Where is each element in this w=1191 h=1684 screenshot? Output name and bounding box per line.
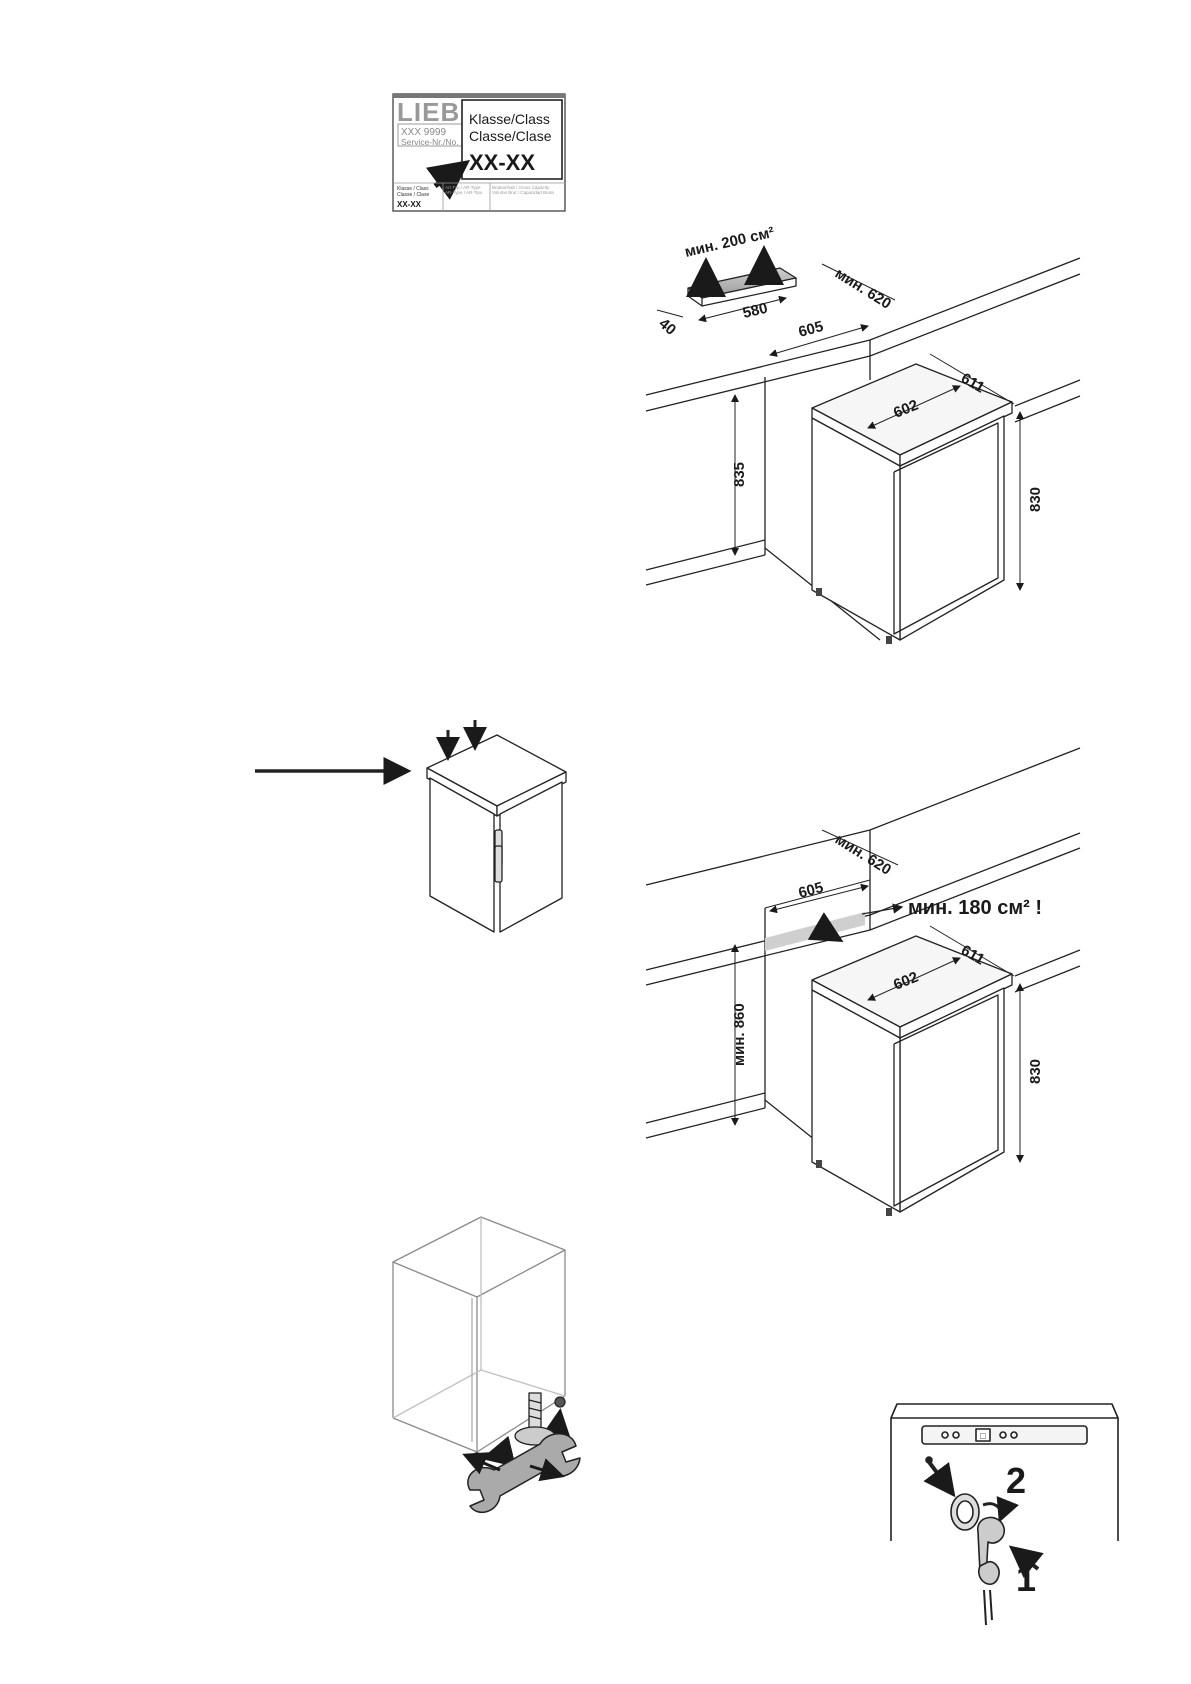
- rating-plate-footer-type-2: AR-Type / AR-Tipo: [445, 190, 483, 195]
- top-niche-height-label: 835: [731, 462, 748, 487]
- rear-vent-area-label: мин. 180 см² !: [908, 897, 1042, 919]
- top-vent-width-label: 580: [741, 300, 769, 322]
- svg-text:□: □: [980, 1431, 986, 1441]
- appliance-air-inlet-illustration: [255, 720, 567, 933]
- wrench-icon: [467, 1433, 581, 1514]
- rating-plate-pointer-arrow: [425, 160, 471, 200]
- top-niche-depth-label: мин. 620: [832, 265, 894, 313]
- rating-plate-model-code: XXX 9999: [401, 127, 446, 138]
- rating-plate-footer-volume-1: Bruttoinhalt / Gross Capacity: [492, 185, 550, 190]
- rear-vent-airflow-arrow: [807, 912, 844, 943]
- rating-plate-footer-type-1: Art-Typ / AR-Type: [445, 185, 481, 190]
- rating-plate-service-label: Service-Nr./No.: [401, 137, 459, 147]
- levelling-feet-illustration: [392, 1216, 581, 1514]
- rear-niche-height-label: мин. 860: [731, 1003, 748, 1066]
- rating-plate: LIEB XXX 9999 Service-Nr./No. Klasse/Cla…: [392, 93, 566, 212]
- lock-step-labels: 2 1: [1006, 1460, 1036, 1599]
- lock-illustration: □: [890, 1403, 1119, 1626]
- rating-plate-logo: LIEB: [397, 97, 460, 127]
- top-niche-width-label: 605: [797, 318, 826, 341]
- rating-plate-class-line-1: Klasse/Class: [469, 111, 550, 127]
- lock-step-1-label: 1: [1016, 1558, 1036, 1599]
- rating-plate-footer-class-label-1: Klasse / Class: [397, 186, 429, 192]
- rating-plate-class-line-2: Classe/Clase: [469, 128, 552, 144]
- rear-niche-depth-label: мин. 620: [832, 831, 894, 879]
- rating-plate-footer-class-value: XX-XX: [397, 200, 422, 209]
- rating-plate-class-value: XX-XX: [469, 150, 535, 175]
- installation-diagram-rear-vent: [645, 747, 1081, 1216]
- rear-niche-width-label: 605: [797, 879, 826, 902]
- rear-appliance-height-label: 830: [1027, 1059, 1044, 1084]
- top-vent-depth-label: 40: [655, 315, 679, 339]
- top-appliance-height-label: 830: [1027, 487, 1044, 512]
- rear-vent-opening: [765, 912, 865, 951]
- installation-diagram-top-vent: [645, 245, 1081, 644]
- rating-plate-footer-class-label-2: Classe / Clase: [397, 192, 429, 198]
- rating-plate-footer-volume-2: Volume Brut / Capacidad Bruta: [492, 190, 554, 195]
- lock-step-2-label: 2: [1006, 1460, 1026, 1501]
